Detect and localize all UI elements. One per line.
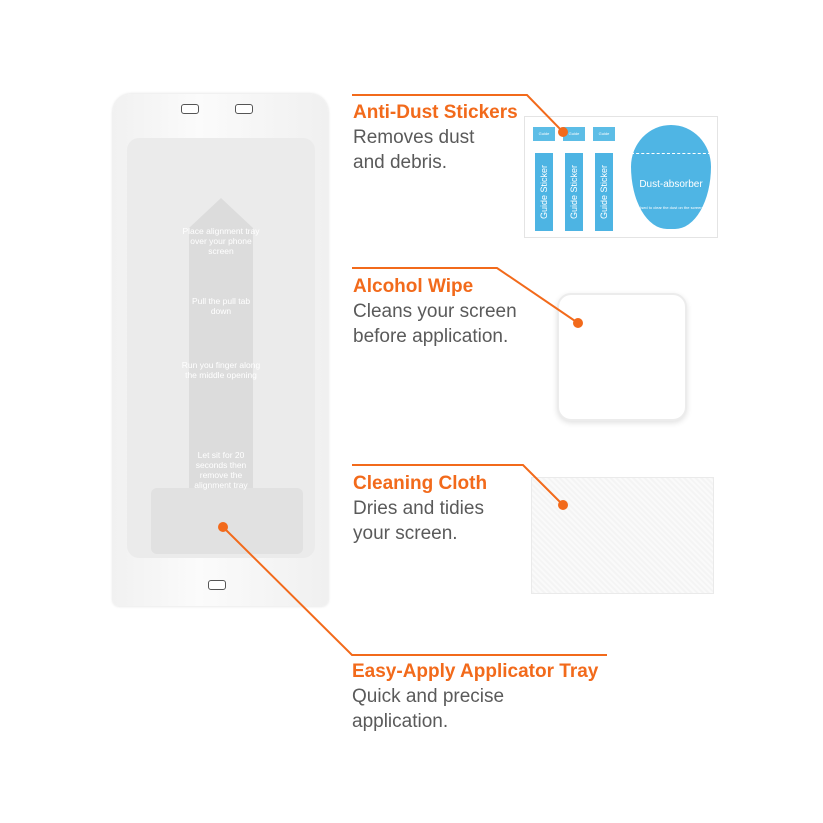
guide-sticker-strip: Guide Sticker (535, 153, 553, 231)
applicator-tray-image: Place alignment tray over your phone scr… (113, 94, 328, 606)
callout-desc: Cleans your screen (353, 301, 517, 322)
callout-applicator-tray: Easy-Apply Applicator Tray Quick and pre… (352, 660, 598, 734)
callout-title: Anti-Dust Stickers (353, 102, 518, 123)
leader-line-cloth (352, 464, 564, 506)
tray-channel (189, 198, 253, 488)
leader-line-stickers (352, 94, 564, 133)
callout-desc: Removes dust (353, 127, 475, 148)
callout-anti-dust-stickers: Anti-Dust Stickers Removes dust and debr… (353, 101, 518, 175)
tray-slot (235, 104, 253, 114)
callout-dot (573, 318, 583, 328)
small-guide-sticker: Guide Sticker (533, 127, 555, 150)
tray-step-4: Let sit for 20 seconds then remove the a… (194, 450, 248, 490)
callout-title: Cleaning Cloth (353, 473, 488, 494)
callout-cleaning-cloth: Cleaning Cloth Dries and tidies your scr… (353, 472, 487, 546)
callout-desc: your screen. (353, 523, 458, 544)
tray-step-3: Run you finger along the middle opening (181, 360, 261, 380)
callout-desc: before application. (353, 326, 509, 347)
dust-absorber-sticker: Dust-absorber Used to clear the dust on … (631, 125, 711, 229)
callout-title: Alcohol Wipe (353, 276, 474, 297)
alcohol-wipe-image (557, 293, 687, 421)
tray-slot (208, 580, 226, 590)
callout-desc: and debris. (353, 152, 448, 173)
callout-dot (218, 522, 228, 532)
callout-desc: Quick and precise (352, 686, 505, 707)
tray-slot (181, 104, 199, 114)
callout-desc: application. (352, 711, 449, 732)
tray-step-1: Place alignment tray over your phone scr… (182, 226, 260, 256)
guide-sticker-strip: Guide Sticker (565, 153, 583, 231)
guide-sticker-strip: Guide Sticker (595, 153, 613, 231)
anti-dust-sticker-sheet: Guide Sticker Guide Sticker Guide Sticke… (524, 116, 718, 238)
small-guide-sticker: Guide Sticker (563, 127, 585, 150)
callout-dot (558, 500, 568, 510)
tray-bottom-opening (151, 488, 303, 554)
cleaning-cloth-image (531, 477, 714, 594)
leader-line-wipe (352, 267, 579, 324)
callout-desc: Dries and tidies (353, 498, 484, 519)
dust-absorber-caption: Used to clear the dust on the screen. (638, 205, 704, 210)
tray-step-2: Pull the pull tab down (191, 296, 251, 316)
callout-alcohol-wipe: Alcohol Wipe Cleans your screen before a… (353, 275, 517, 349)
small-guide-sticker: Guide Sticker (593, 127, 615, 150)
leader-line-tray (222, 526, 607, 656)
callout-dot (558, 127, 568, 137)
callout-title: Easy-Apply Applicator Tray (352, 661, 599, 682)
tray-well: Place alignment tray over your phone scr… (127, 138, 315, 558)
dust-absorber-label: Dust-absorber (639, 179, 703, 190)
